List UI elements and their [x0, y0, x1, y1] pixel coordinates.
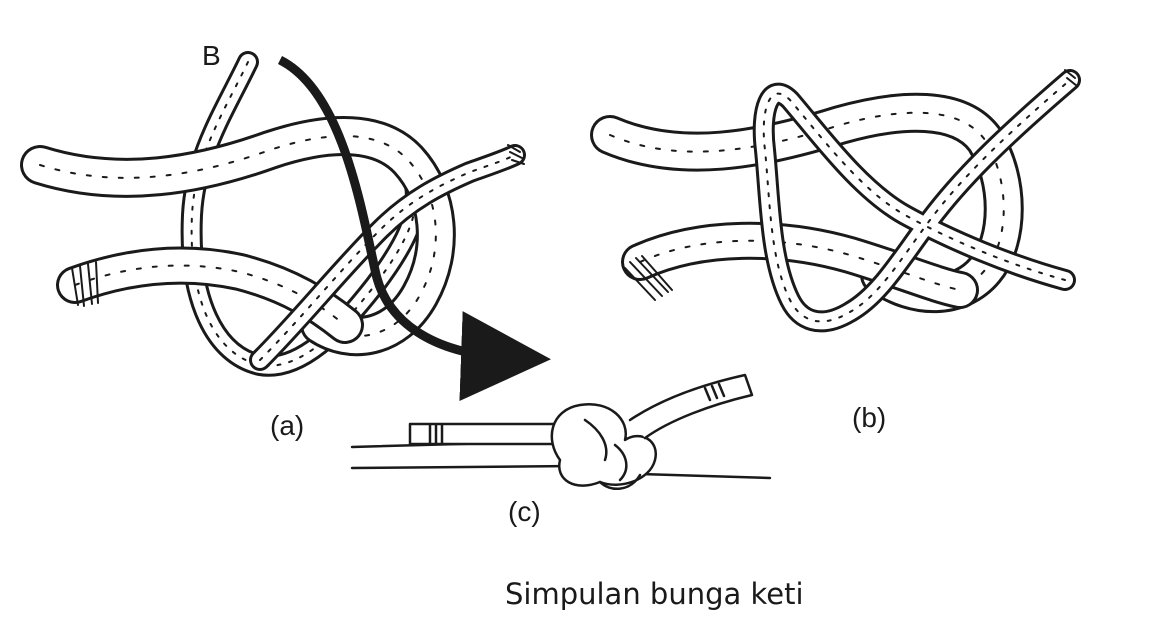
panel-a-label: (a) [270, 410, 305, 441]
panel-b-frayed-end-right [1064, 69, 1078, 87]
panel-b-illustration [590, 69, 1081, 333]
panel-c-right-strap [628, 373, 754, 440]
panel-b-label: (b) [852, 402, 887, 433]
panel-a-illustration [20, 51, 526, 377]
panel-a-frayed-end-left [71, 261, 99, 307]
rope-end-b-label: B [202, 40, 221, 71]
threading-direction-arrow [277, 55, 551, 402]
panel-a-frayed-end-right [507, 144, 525, 165]
panel-b-frayed-end-left [624, 255, 673, 301]
panel-c-label: (c) [508, 496, 541, 527]
figure-caption: Simpulan bunga keti [505, 577, 804, 611]
panel-c-illustration [350, 373, 772, 490]
